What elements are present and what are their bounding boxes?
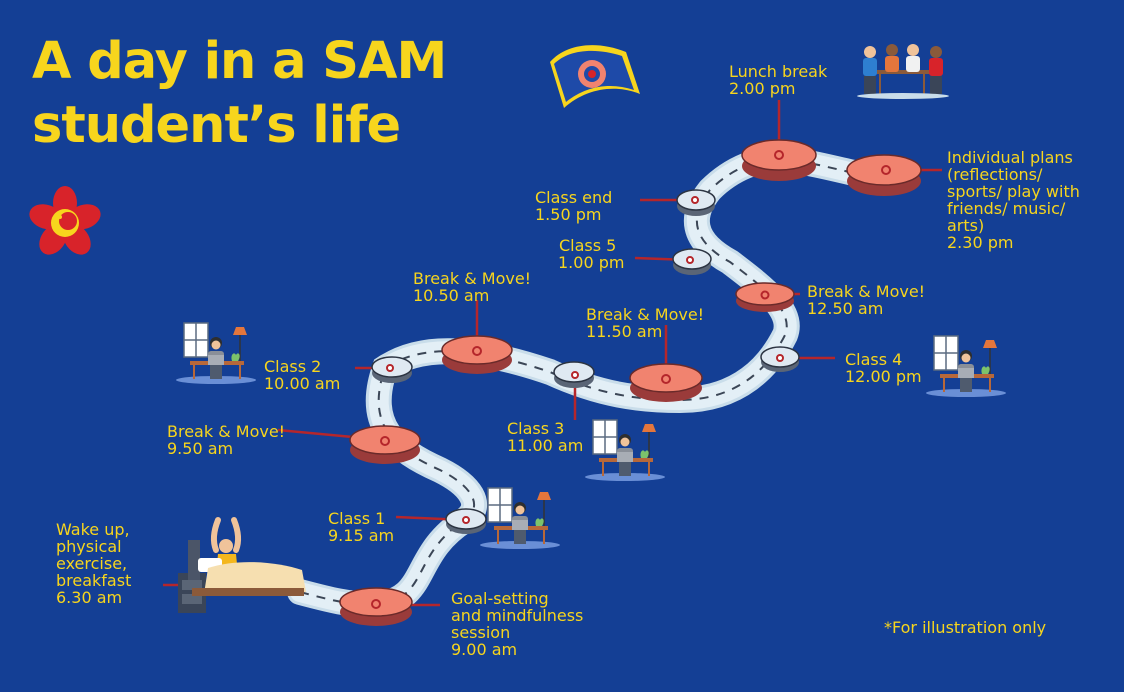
label-class-1: Class 1 9.15 am: [328, 510, 394, 544]
label-class-5: Class 5 1.00 pm: [558, 237, 624, 271]
label-time: 1.50 pm: [535, 205, 602, 224]
label-text: Lunch break: [729, 62, 828, 81]
page-title: A day in a SAM student’s life: [32, 30, 447, 158]
label-time: 10.00 am: [264, 374, 341, 393]
lunch-group-icon: [857, 44, 949, 99]
stop-class-end: [676, 189, 716, 216]
label-text: Class 2: [264, 357, 322, 376]
label-class-4: Class 4 12.00 pm: [845, 351, 922, 385]
stop-break-4: [735, 282, 795, 312]
label-text: (reflections/: [947, 165, 1043, 184]
label-text: Class end: [535, 188, 613, 207]
label-text: Break & Move!: [413, 269, 532, 288]
label-text: Individual plans: [947, 148, 1073, 167]
book-icon: [550, 45, 640, 108]
label-time: 2.30 pm: [947, 233, 1014, 252]
big-stops: [339, 139, 922, 626]
label-class-3: Class 3 11.00 am: [507, 420, 583, 454]
label-text: Goal-setting: [451, 589, 549, 608]
stop-lunch: [741, 139, 817, 181]
stop-goal-setting: [339, 587, 413, 626]
label-time: 1.00 pm: [558, 253, 625, 272]
label-break-1: Break & Move! 9.50 am: [167, 423, 285, 457]
flower-emblem-icon: [29, 186, 101, 255]
label-text: Class 5: [559, 236, 617, 255]
label-time: 11.50 am: [586, 322, 663, 341]
label-text: physical: [56, 537, 122, 556]
title-line-2: student’s life: [32, 96, 401, 155]
stop-class-5: [672, 248, 712, 275]
label-time: 9.15 am: [328, 526, 395, 545]
label-text: exercise,: [56, 554, 128, 573]
label-wake-up: Wake up, physical exercise, breakfast 6.…: [56, 521, 131, 606]
small-stops: [371, 189, 800, 534]
label-time: 9.50 am: [167, 439, 234, 458]
label-text: session: [451, 623, 511, 642]
label-class-end: Class end 1.50 pm: [535, 189, 612, 223]
stop-break-2: [441, 335, 513, 374]
student-at-desk-icon-2: [479, 487, 561, 550]
stop-break-1: [349, 425, 421, 464]
label-text: Break & Move!: [167, 422, 286, 441]
student-at-desk-icon-4: [925, 335, 1007, 398]
footnote: *For illustration only: [884, 618, 1047, 637]
label-break-4: Break & Move! 12.50 am: [807, 283, 925, 317]
title-line-1: A day in a SAM: [32, 32, 447, 91]
label-text: sports/ play with: [947, 182, 1080, 201]
stop-class-3: [553, 361, 595, 388]
label-time: 12.50 am: [807, 299, 884, 318]
label-class-2: Class 2 10.00 am: [264, 358, 340, 392]
label-break-2: Break & Move! 10.50 am: [413, 270, 531, 304]
label-text: friends/ music/: [947, 199, 1066, 218]
stop-individual: [846, 154, 922, 196]
label-text: arts): [947, 216, 985, 235]
label-time: 2.00 pm: [729, 79, 796, 98]
label-text: Wake up,: [56, 520, 130, 539]
stop-class-2: [371, 356, 413, 383]
stop-break-3: [629, 363, 703, 402]
label-text: breakfast: [56, 571, 132, 590]
label-text: Class 3: [507, 419, 565, 438]
label-time: 6.30 am: [56, 588, 123, 607]
label-time: 10.50 am: [413, 286, 490, 305]
student-at-desk-icon-3: [584, 419, 666, 482]
label-text: Class 1: [328, 509, 386, 528]
label-text: and mindfulness: [451, 606, 584, 625]
label-individual-plans: Individual plans (reflections/ sports/ p…: [947, 149, 1080, 251]
label-time: 9.00 am: [451, 640, 518, 659]
label-text: Class 4: [845, 350, 903, 369]
label-time: 12.00 pm: [845, 367, 922, 386]
student-in-bed-icon: [178, 517, 306, 613]
label-text: Break & Move!: [807, 282, 926, 301]
stop-class-4: [760, 346, 800, 372]
stop-class-1: [445, 508, 487, 534]
label-time: 11.00 am: [507, 436, 584, 455]
label-goal-setting: Goal-setting and mindfulness session 9.0…: [451, 590, 583, 658]
label-break-3: Break & Move! 11.50 am: [586, 306, 704, 340]
student-at-desk-icon-1: [175, 322, 257, 385]
label-text: Break & Move!: [586, 305, 705, 324]
label-lunch: Lunch break 2.00 pm: [729, 63, 827, 97]
